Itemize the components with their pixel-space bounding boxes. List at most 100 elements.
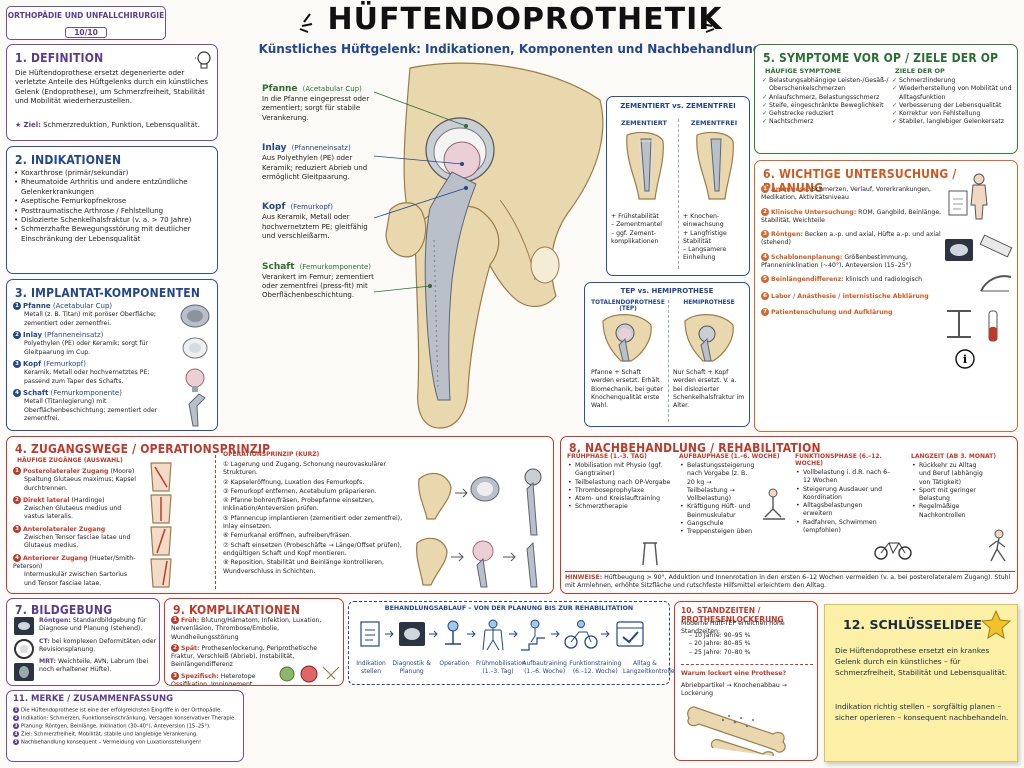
label-desc: Aus Keramik, Metall oder hochvernetztem … [262,213,368,241]
exam-icons: i [945,173,1013,369]
list-item: Korrektur von Fehlstellung [891,110,1015,119]
section-title: 6. WICHTIGE UNTERSUCHUNG / PLANUNG [763,167,957,195]
label-desc: Verankert im Femur; zementiert oder zeme… [262,272,374,300]
component-sub: (Femurkomponente) [50,389,122,397]
section-bildgebung: 7. BILDGEBUNG Röntgen: Standardbildgebun… [6,598,160,686]
label-name: Pfanne [262,84,298,94]
section-indikationen: 2. INDIKATIONEN Koxarthrose (primär/seku… [6,146,218,274]
list-item: – 20 Jahre: 80–85 % [689,640,751,648]
op-head: OPERATIONSPRINZIP (KURZ) [223,451,320,458]
section-title: 11. MERKE / ZUSAMMENFASSUNG [13,694,174,704]
column-head-right: ZEMENTFREI [690,119,738,127]
section-zementiert-vs-zementfrei: ZEMENTIERT vs. ZEMENTFREI ZEMENTIERT ZEM… [606,96,750,276]
section-schluesselidee: 12. SCHLÜSSELIDEE Die Hüftendoprothese e… [824,604,1018,762]
calendar-check-icon [616,621,644,647]
cemented-femur-illustration [626,131,664,200]
label-sub: (Femurkomponente) [299,262,372,271]
leader-lines [373,91,468,293]
list-item: – 10 Jahre: 90–95 % [689,632,751,639]
list-item: CT: bei komplexen Deformitäten oder Revi… [39,637,157,653]
section-definition: 1. DEFINITION Die Hüftendoprothese erset… [6,44,218,141]
list-item: + Frühstabilität [611,213,659,220]
component-sub: (Acetabular Cup) [52,302,113,310]
list-item: Koxarthrose (primär/sekundär) [13,169,213,179]
section-title: 8. NACHBEHANDLUNG / REHABILITATION [569,441,821,455]
list-item: Nachtschmerz [761,118,891,127]
title-spark-right-icon [701,13,715,33]
list-item: Wiederherstellung von Mobilität und Allt… [891,85,1015,102]
section-tep-vs-hemiprothese: TEP vs. HEMIPROTHESE TOTALENDOPROTHESE (… [584,282,750,427]
section-title: 5. SYMPTOME VOR OP / ZIELE DER OP [763,51,999,65]
center-label-pfanne: Pfanne (Acetabular Cup)In die Pfanne ein… [262,76,374,123]
phase-col-3: FUNKTIONSPHASE (6.–12. WOCHE) Vollbelast… [795,453,907,535]
flow-step-label: Aufbautraining (1.–6. Woche) [522,660,567,675]
list-item: – Langsamere Einheilung [683,246,727,262]
list-item: – ggf. Zement-komplikationen [611,229,659,245]
surgery-icon [445,620,461,645]
goal-text: Schmerzreduktion, Funktion, Lebensqualit… [43,121,200,129]
flow-step-label: Diagnostik & Planung [392,660,431,675]
symptoms-head: HÄUFIGE SYMPTOME [765,67,841,75]
clipboard-icon [948,190,968,216]
approach-illustrations [150,462,172,588]
list-item: Vollbelastung i. d.R. nach 6–12 Wochen [795,469,893,486]
flow-step-label: Alltag & Langzeitkontrolle [622,660,675,675]
column-head-left: ZEMENTIERT [621,119,667,127]
hint-label: HINWEISE: [565,574,603,581]
category-label: ORTHOPÄDIE UND UNFALLCHIRURGIE [7,11,165,20]
tep-text: Pfanne + Schaft werden ersetzt. Erhält B… [591,369,663,410]
component-name: Inlay [23,331,43,339]
op-step: ⑧ Reposition, Stabilität und Beinlänge k… [223,559,384,575]
component-sub: (Pfanneneinsatz) [44,331,104,339]
component-desc: Polyethylen (PE) oder Keramik; sorgt für… [24,340,149,356]
bicycle-icon [564,620,598,649]
phase-col-2: AUFBAUPHASE (1.–6. WOCHE) Belastungsstei… [679,453,791,537]
op-step: ④ Pfanne bohren/fräsen, Probepfanne eins… [223,497,374,513]
column-head-left: TOTALENDOPROTHESE (TEP) [591,300,665,312]
hip-prosthesis-illustration [385,62,604,429]
list-item: Anlaufschmerz, Belastungsschmerz [761,94,891,103]
access-head: HÄUFIGE ZUGÄNGE (AUSWAHL) [17,457,123,464]
pelvis-xray-icon [945,239,973,261]
list-item: MRT: Weichteile, AVN, Labrum (bei noch e… [39,658,149,674]
section-zugangswege: 4. ZUGANGSWEGE / OPERATIONSPRINZIP HÄUFI… [6,436,554,594]
flow-step-label: Frühmobilisation (1.–3. Tag) [475,660,526,675]
list-item: Schmerztherapie [567,503,675,512]
list-item: Kräftigung Hüft- und Beinmuskulatur [679,503,753,520]
measure-icon [947,310,971,338]
list-item: – Zementmantel [611,221,662,229]
list-item: Atem- und Kreislauftraining [567,495,675,504]
exercise-icon [763,488,785,520]
list-item: Sport mit geringer Belastung [911,487,985,504]
svg-text:i: i [963,353,967,366]
column-head-right: HEMIPROTHESE [683,300,735,306]
pelvis-xray-icon [399,622,425,646]
key-idea-text-2: Indikation richtig stellen – sorgfältig … [835,702,1009,722]
label-sub: (Femurkopf) [290,203,333,212]
component-name: Schaft [23,389,49,397]
list-item: Röntgen: Standardbildgebung für Diagnose… [39,617,147,633]
list-item: Teilbelastung nach OP-Vorgabe [567,479,675,488]
complication-icons [279,665,340,683]
section-title: 3. IMPLANTAT-KOMPONENTEN [15,286,201,300]
subsection-title: TEP vs. HEMIPROTHESE [620,287,714,295]
loosening-chain: Abriebpartikel → Knochenabbau → Lockerun… [681,682,787,698]
op-step: ⑦ Schaft einsetzen (Probeschäfte → Länge… [223,541,402,557]
list-item: Gangschule [679,520,753,529]
goals-head: ZIELE DER OP [895,67,945,75]
uncemented-femur-illustration [696,131,734,200]
op-step: ② Kapseleröffnung, Luxation des Femurkop… [223,478,365,486]
